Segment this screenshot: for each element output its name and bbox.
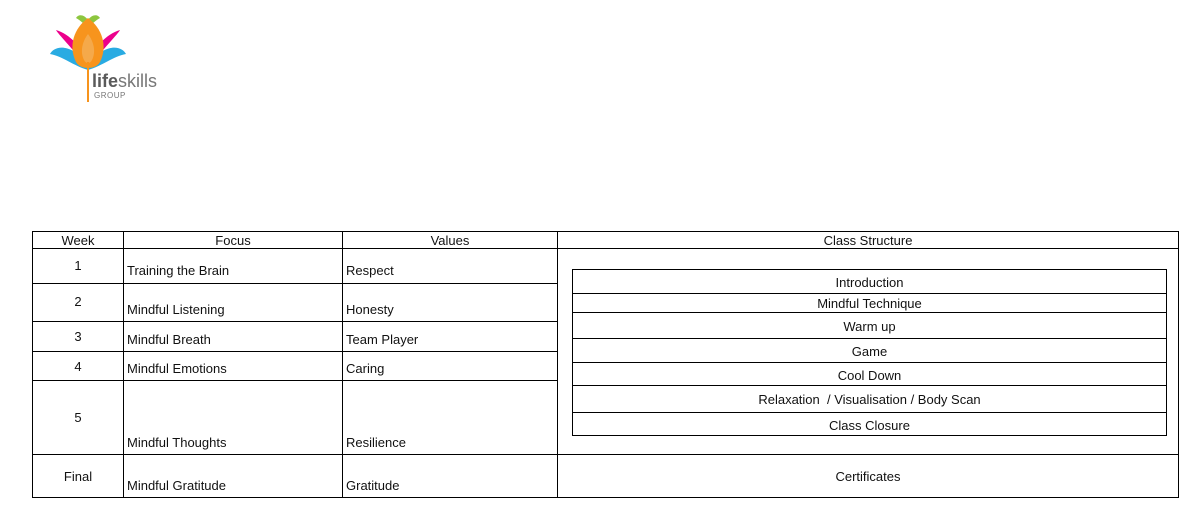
value-4: Caring bbox=[346, 361, 385, 376]
structure-game: Game bbox=[851, 344, 888, 359]
lotus-bud-highlight bbox=[81, 34, 95, 63]
focus-3: Mindful Breath bbox=[127, 332, 211, 347]
header-focus: Focus bbox=[215, 233, 251, 248]
header-values: Values bbox=[430, 233, 470, 248]
value-2: Honesty bbox=[346, 302, 394, 317]
structure-cool-down: Cool Down bbox=[837, 368, 902, 383]
logo-subtitle: GROUP bbox=[94, 91, 126, 100]
week-1: 1 bbox=[74, 258, 82, 273]
focus-1: Training the Brain bbox=[127, 263, 230, 278]
value-1: Respect bbox=[346, 263, 394, 278]
focus-4: Mindful Emotions bbox=[127, 361, 227, 376]
logo-word-skills: skills bbox=[118, 71, 158, 91]
structure-divider-3 bbox=[572, 338, 1167, 339]
column-divider-focus bbox=[342, 231, 343, 498]
week-final: Final bbox=[63, 469, 93, 484]
structure-certificates: Certificates bbox=[835, 469, 901, 484]
lotus-flower-icon bbox=[50, 15, 126, 102]
header-class-structure: Class Structure bbox=[823, 233, 913, 248]
structure-divider-1 bbox=[572, 293, 1167, 294]
value-final: Gratitude bbox=[346, 478, 400, 493]
structure-divider-2 bbox=[572, 312, 1167, 313]
structure-relaxation: Relaxation / Visualisation / Body Scan bbox=[758, 392, 981, 407]
structure-class-closure: Class Closure bbox=[829, 418, 910, 433]
structure-introduction: Introduction bbox=[835, 275, 904, 290]
structure-mindful-technique: Mindful Technique bbox=[817, 296, 922, 311]
row-divider-3 bbox=[32, 351, 558, 352]
focus-2: Mindful Listening bbox=[127, 302, 225, 317]
week-5: 5 bbox=[74, 410, 82, 425]
row-divider-1 bbox=[32, 283, 558, 284]
table-border-right bbox=[1178, 231, 1179, 498]
structure-border-left bbox=[572, 269, 573, 436]
lotus-petal-magenta-right bbox=[88, 30, 120, 68]
structure-warm-up: Warm up bbox=[843, 319, 896, 334]
row-divider-4 bbox=[32, 380, 558, 381]
row-divider-5 bbox=[32, 454, 1179, 455]
column-divider-values bbox=[557, 231, 558, 498]
focus-5: Mindful Thoughts bbox=[127, 435, 227, 450]
structure-border-top bbox=[572, 269, 1167, 270]
structure-border-bottom bbox=[572, 435, 1167, 436]
structure-divider-6 bbox=[572, 412, 1167, 413]
header-divider bbox=[32, 248, 1179, 249]
structure-divider-5 bbox=[572, 385, 1167, 386]
week-2: 2 bbox=[74, 294, 82, 309]
value-5: Resilience bbox=[346, 435, 406, 450]
lotus-petal-magenta-left bbox=[56, 30, 88, 68]
table-border-left bbox=[32, 231, 33, 498]
logo-wordmark: lifeskills bbox=[92, 72, 157, 90]
table-border-top bbox=[32, 231, 1179, 232]
structure-divider-4 bbox=[572, 362, 1167, 363]
column-divider-week bbox=[123, 231, 124, 498]
week-4: 4 bbox=[74, 359, 82, 374]
header-week: Week bbox=[61, 233, 95, 248]
lotus-stem bbox=[87, 62, 89, 102]
week-3: 3 bbox=[74, 329, 82, 344]
structure-border-right bbox=[1166, 269, 1167, 436]
logo-word-life: life bbox=[92, 71, 119, 91]
value-3: Team Player bbox=[346, 332, 419, 347]
row-divider-2 bbox=[32, 321, 558, 322]
table-border-bottom bbox=[32, 497, 1179, 498]
focus-final: Mindful Gratitude bbox=[127, 478, 226, 493]
